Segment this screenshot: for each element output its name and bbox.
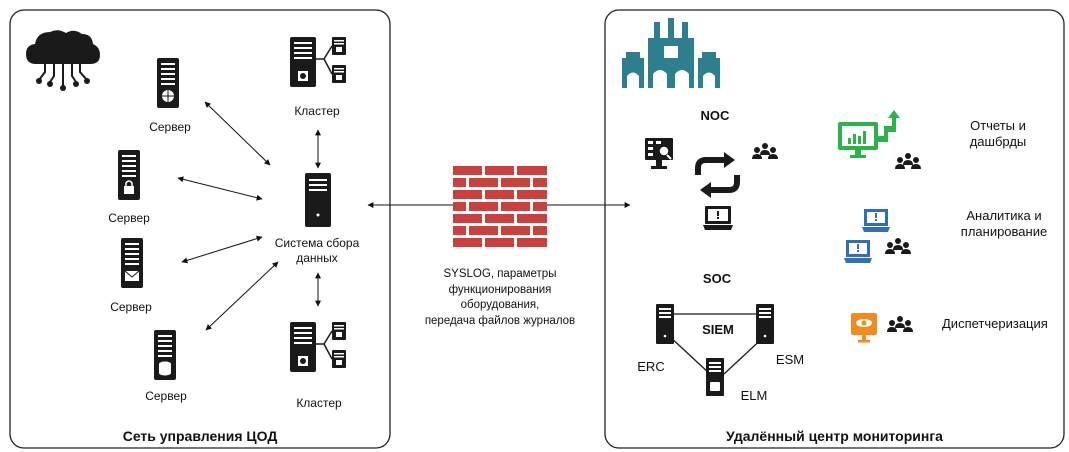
siem-label: SIEM — [702, 322, 734, 337]
analytics-laptop-top-icon — [862, 209, 890, 232]
noc-sync-cycle-icon — [695, 152, 740, 198]
server-label: Сервер — [110, 300, 152, 314]
noc-monitor-icon — [645, 138, 673, 169]
cluster-label: Кластер — [296, 396, 342, 410]
analytics-team-icon — [885, 238, 911, 254]
analytics-label: Аналитика и планирование — [960, 208, 1048, 240]
analytics-laptop-bottom-icon — [844, 240, 872, 263]
right-panel-title: Удалённый центр мониторинга — [726, 428, 943, 444]
elm-label: ELM — [740, 388, 768, 403]
firewall-icon — [453, 166, 547, 252]
reports-label: Отчеты и дашбрды — [969, 118, 1027, 150]
siem-esm-server-icon — [756, 304, 774, 344]
server-label: Сервер — [108, 211, 150, 225]
cluster-top-icon — [289, 36, 347, 88]
left-panel-title: Сеть управления ЦОД — [122, 428, 278, 444]
esm-label: ESM — [775, 352, 805, 367]
dispatch-monitor-eye-icon — [851, 313, 877, 343]
server-globe-icon — [157, 58, 179, 108]
siem-erc-server-icon — [656, 304, 674, 344]
cluster-label: Кластер — [294, 104, 340, 118]
siem-elm-server-icon — [706, 358, 724, 396]
server-database-icon — [154, 330, 176, 380]
right-panel-frame — [604, 9, 1065, 449]
server-mail-icon — [121, 238, 143, 288]
left-connections — [177, 101, 321, 331]
noc-team-icon — [752, 143, 778, 159]
collector-server-icon — [305, 173, 331, 227]
cluster-bottom-icon — [289, 321, 347, 373]
monitoring-center-building-icon — [622, 18, 720, 88]
erc-label: ERC — [637, 359, 665, 374]
server-lock-icon — [118, 150, 140, 200]
reports-team-icon — [895, 153, 921, 169]
left-panel-frame — [9, 9, 391, 449]
server-label: Сервер — [149, 120, 191, 134]
server-label: Сервер — [145, 389, 187, 403]
reports-dashboard-icon — [838, 110, 900, 158]
dispatch-team-icon — [887, 316, 913, 332]
soc-label: SOC — [702, 271, 732, 286]
cloud-network-icon — [26, 30, 100, 91]
collector-label: Система сбора данных — [274, 236, 360, 265]
noc-laptop-icon — [703, 206, 733, 230]
noc-label: NOC — [700, 108, 730, 123]
transfer-note: SYSLOG, параметры функционирования обору… — [424, 268, 576, 327]
dispatch-label: Диспетчеризация — [942, 316, 1048, 331]
